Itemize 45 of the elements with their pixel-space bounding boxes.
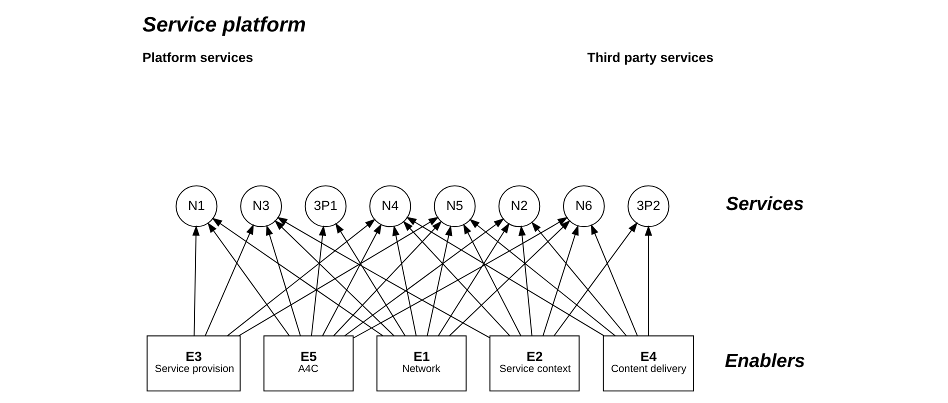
node-circle: 3P2 (628, 185, 670, 228)
arrow (438, 222, 510, 336)
arrow (274, 220, 394, 336)
node-circle: N6 (563, 185, 605, 228)
label: Platform services (142, 50, 254, 66)
node-circle: N4 (369, 185, 412, 228)
arrow (448, 220, 570, 336)
arrow (463, 224, 522, 336)
node-circle: N1 (176, 185, 218, 228)
arrow (335, 222, 406, 336)
arrow (402, 220, 510, 336)
arrow (426, 225, 452, 336)
arrow (392, 225, 417, 336)
arrow (322, 224, 382, 336)
label: Services (726, 194, 804, 216)
label: Enablers (724, 351, 806, 372)
arrow (311, 225, 326, 336)
label: Third party services (587, 50, 714, 66)
arrow (204, 224, 254, 336)
diagram-title: Service platform (142, 14, 306, 37)
arrow (344, 218, 504, 336)
arrow (590, 224, 638, 336)
arrow (266, 224, 301, 336)
node-circle: N2 (498, 185, 540, 228)
arrow (542, 224, 579, 336)
node-circle: 3P1 (304, 185, 347, 228)
arrow (192, 225, 200, 336)
arrow (469, 218, 616, 336)
arrow (554, 222, 638, 336)
arrow (238, 216, 439, 336)
arrow (276, 216, 490, 338)
node-box: E1 Network (376, 335, 467, 392)
arrow (333, 220, 442, 336)
node-box: E3 Service provision (146, 335, 241, 392)
node-box: E2 Service context (489, 335, 580, 392)
arrow (518, 225, 532, 336)
arrow (531, 222, 627, 336)
node-box: E4 Content delivery (602, 335, 694, 392)
arrow (207, 222, 290, 336)
arrow (644, 225, 652, 336)
node-box: E5 A4C (263, 335, 354, 392)
node-circle: N3 (240, 185, 282, 228)
arrow (406, 216, 604, 336)
arrow (353, 216, 568, 338)
node-circle: N5 (434, 185, 476, 228)
